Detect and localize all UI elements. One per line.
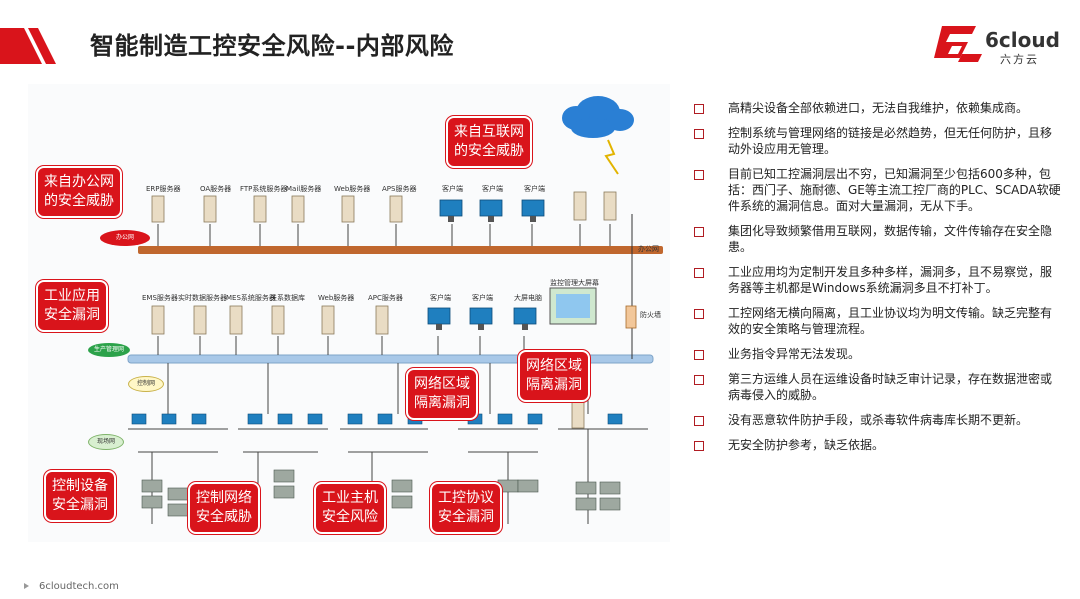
prod-server-label: APC服务器	[368, 294, 403, 302]
prod-server-label: 实时数据服务器	[178, 294, 227, 302]
office-client-label: 客户端	[482, 185, 503, 193]
square-bullet-icon	[694, 416, 704, 426]
callout-protocol-vuln: 工控协议 安全漏洞	[430, 482, 502, 534]
callout-office-threat: 来自办公网 的安全威胁	[36, 166, 122, 218]
callout-app-vuln: 工业应用 安全漏洞	[36, 280, 108, 332]
office-server-label: Mail服务器	[286, 185, 322, 193]
callout-device-vuln: 控制设备 安全漏洞	[44, 470, 116, 522]
list-item: 工业应用均为定制开发且多种多样，漏洞多，且不易察觉，服务器等主机都是Window…	[694, 264, 1062, 296]
footer-url[interactable]: 6cloudtech.com	[39, 581, 119, 592]
prod-client-label: 客户端	[430, 294, 451, 302]
prod-client-label: 客户端	[472, 294, 493, 302]
list-item: 第三方运维人员在运维设备时缺乏审计记录，存在数据泄密或病毒侵入的威胁。	[694, 371, 1062, 403]
prod-net-oval: 生产管理网	[88, 343, 130, 357]
office-server-label: APS服务器	[382, 185, 417, 193]
square-bullet-icon	[694, 350, 704, 360]
network-diagram-lines	[127, 96, 663, 524]
list-item: 业务指令异常无法发现。	[694, 346, 1062, 362]
firewall-label: 防火墙	[640, 311, 661, 319]
office-server-label: FTP系统服务器	[240, 185, 288, 193]
prod-server-label: Web服务器	[318, 294, 355, 302]
list-item: 无安全防护参考，缺乏依据。	[694, 437, 1062, 453]
prod-server-label: EMS服务器	[142, 294, 178, 302]
callout-host-risk: 工业主机 安全风险	[314, 482, 386, 534]
office-server-label: OA服务器	[200, 185, 232, 193]
callout-net-isolation-1: 网络区域 隔离漏洞	[406, 368, 478, 420]
list-item: 集团化导致频繁借用互联网，数据传输，文件传输存在安全隐患。	[694, 223, 1062, 255]
square-bullet-icon	[694, 227, 704, 237]
square-bullet-icon	[694, 104, 704, 114]
square-bullet-icon	[694, 441, 704, 451]
square-bullet-icon	[694, 170, 704, 180]
list-item: 控制系统与管理网络的链接是必然趋势，但无任何防护，且移动外设应用无管理。	[694, 125, 1062, 157]
field-net-oval: 现场网	[88, 434, 124, 450]
risk-bullet-list: 高精尖设备全部依赖进口，无法自我维护，依赖集成商。 控制系统与管理网络的链接是必…	[694, 100, 1062, 462]
office-net-tag: 办公网	[638, 245, 659, 253]
list-item: 目前已知工控漏洞层出不穷，已知漏洞至少包括600多种，包括：西门子、施耐德、GE…	[694, 166, 1062, 214]
list-item: 没有恶意软件防护手段，或杀毒软件病毒库长期不更新。	[694, 412, 1062, 428]
header-stripe-decoration	[0, 28, 56, 64]
bigscreen-label: 大屏电脑	[514, 294, 542, 302]
list-item: 工控网络无横向隔离，且工业协议均为明文传输。缺乏完整有效的安全策略与管理流程。	[694, 305, 1062, 337]
square-bullet-icon	[694, 309, 704, 319]
prod-server-label: MES系统服务器	[226, 294, 276, 302]
network-diagram: ERP服务器 OA服务器 FTP系统服务器 Mail服务器 Web服务器 APS…	[28, 84, 670, 542]
triangle-icon	[24, 583, 29, 589]
office-server-label: Web服务器	[334, 185, 371, 193]
list-item: 高精尖设备全部依赖进口，无法自我维护，依赖集成商。	[694, 100, 1062, 116]
office-server-label: ERP服务器	[146, 185, 181, 193]
ctrl-net-oval: 控制网	[128, 376, 164, 392]
footer: 6cloudtech.com	[24, 581, 119, 592]
logo-subtext: 六方云	[1000, 53, 1039, 66]
square-bullet-icon	[694, 375, 704, 385]
callout-internet-threat: 来自互联网 的安全威胁	[446, 116, 532, 168]
office-client-label: 客户端	[524, 185, 545, 193]
callout-net-isolation-2: 网络区域 隔离漏洞	[518, 350, 590, 402]
logo-mark-icon	[934, 26, 982, 62]
square-bullet-icon	[694, 268, 704, 278]
page-title: 智能制造工控安全风险--内部风险	[90, 32, 454, 60]
office-net-oval: 办公网	[100, 230, 150, 246]
logo-text: 6cloud	[985, 28, 1060, 52]
office-client-label: 客户端	[442, 185, 463, 193]
callout-ctrl-net-threat: 控制网络 安全威胁	[188, 482, 260, 534]
monitor-label: 监控管理大屏幕	[550, 279, 599, 287]
prod-server-label: 关系数据库	[270, 294, 305, 302]
square-bullet-icon	[694, 129, 704, 139]
